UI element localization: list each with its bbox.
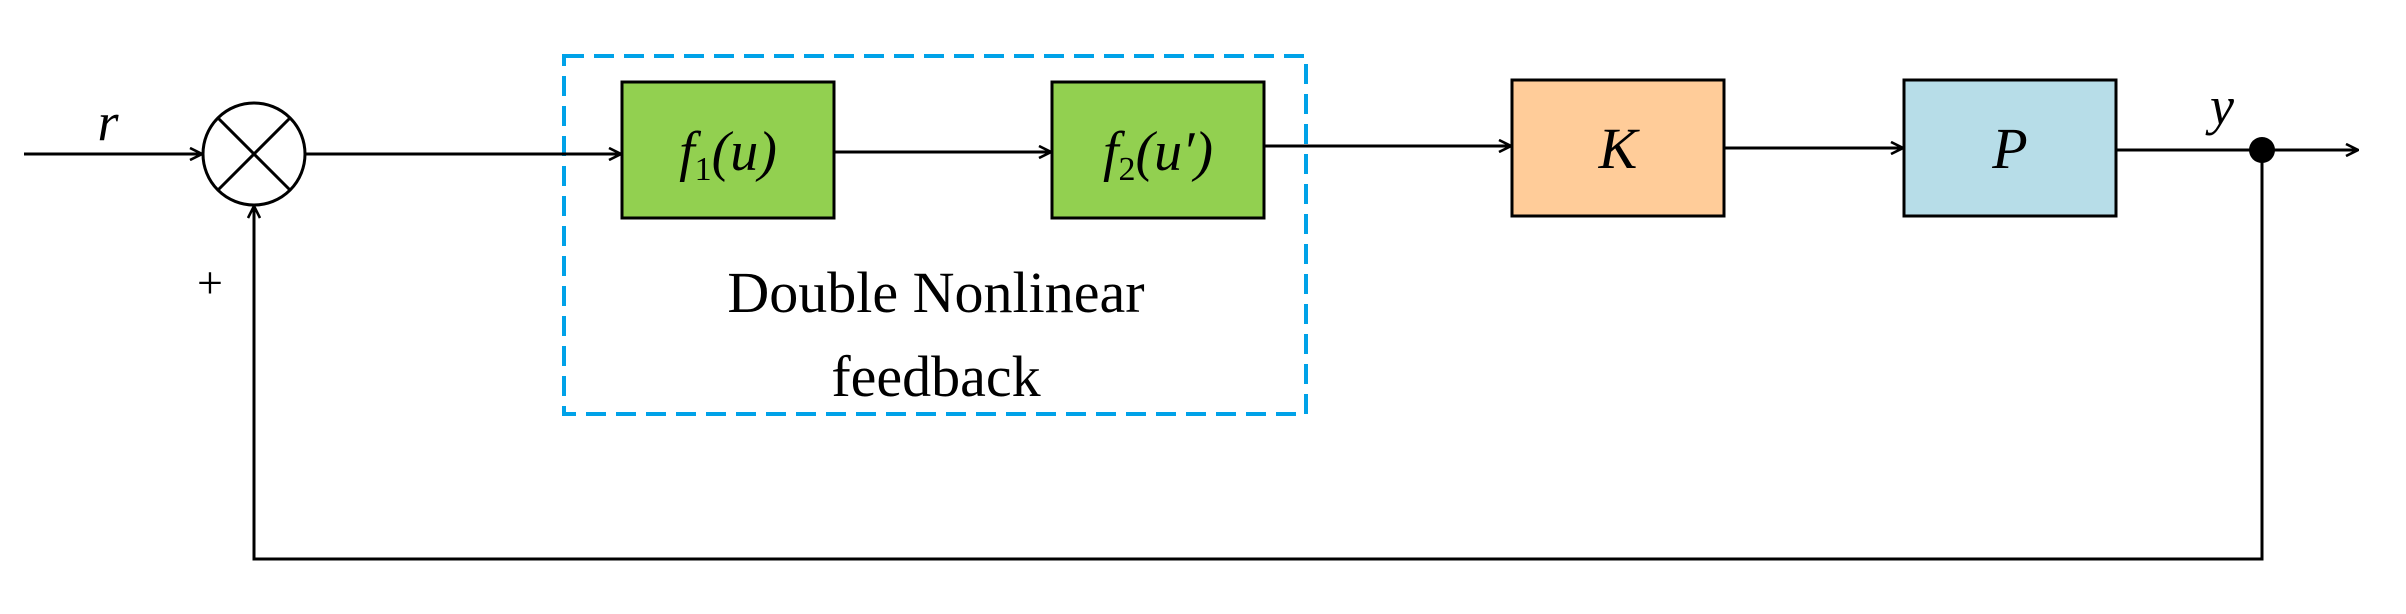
f1-label: f1(u) — [679, 121, 777, 188]
feedback-path — [254, 150, 2264, 561]
input-signal-label: r — [97, 92, 119, 152]
plant-block-p[interactable] — [1902, 78, 2118, 218]
f1-block[interactable] — [620, 80, 836, 220]
gain-k-label: K — [1598, 116, 1641, 181]
gain-block-k[interactable] — [1510, 78, 1726, 218]
group-caption-line1: Double Nonlinear — [727, 260, 1144, 325]
nonlinear-group-border — [562, 54, 1308, 416]
summing-junction — [201, 101, 307, 207]
plant-p-label: P — [1991, 116, 2027, 181]
f2-label: f2(u′) — [1103, 121, 1213, 188]
group-caption-line2: feedback — [831, 344, 1040, 409]
f2-block[interactable] — [1050, 80, 1266, 220]
feedback-sign-label: + — [197, 257, 223, 308]
output-signal-label: y — [2205, 76, 2234, 136]
